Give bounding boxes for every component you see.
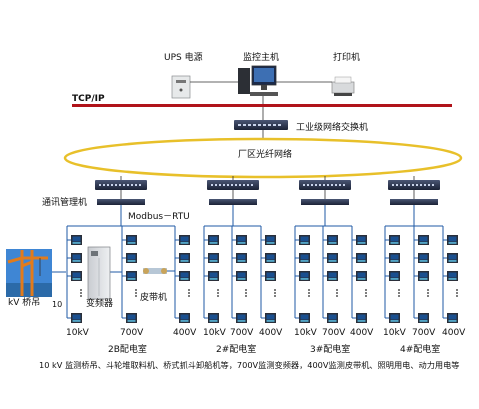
switch-1 [95,176,147,190]
g4-400v: 400V [442,328,466,338]
g1-col-2-meter-1 [179,253,190,263]
comm-manager-label: 通讯管理机 [42,196,87,208]
host-label: 监控主机 [243,51,279,63]
g2-col-1-meter-0 [236,235,247,245]
g4-col-1-meter-2 [418,271,429,281]
g4-col-2-meter-2 [447,271,458,281]
bus-label: TCP/IP [72,94,105,104]
g4-col-0-meter-2 [389,271,400,281]
voltage-labels: 10kV 700V 400V 10kV 700V 400V 10kV 700V … [66,328,466,338]
g3-10kv: 10kV [294,328,318,338]
switch-3 [299,176,351,190]
room-3: 3#配电室 [310,343,350,355]
g2-400v: 400V [259,328,283,338]
printer-label: 打印机 [333,51,360,63]
g2-col-1-meter-1 [236,253,247,263]
g1-700v: 700V [120,328,144,338]
g1-col-1-meter-0 [126,235,137,245]
g1-col-2-meter-2 [179,271,190,281]
crane-number: 10 [52,300,62,309]
g3-col-0-meter-1 [299,253,310,263]
g3-col-2-meter-0 [356,235,367,245]
g4-col-2-meter-0 [447,235,458,245]
belt-label: 皮带机 [140,291,167,303]
tcpip-bus [72,104,452,107]
room-2: 2#配电室 [216,343,256,355]
g4-col-1-meter-0 [418,235,429,245]
monitoring-host: 监控主机 [238,51,279,96]
g3-col-2-meter-2 [356,271,367,281]
footer-caption: 10 kV 监测桥吊、斗轮堆取料机、桥式抓斗卸船机等，700V监测变频器，400… [39,360,460,370]
g2-col-2-meter-1 [265,253,276,263]
g2-col-0-meter-2 [208,271,219,281]
g1-col-2-meter-4 [179,313,190,323]
g4-col-1-meter-1 [418,253,429,263]
g2-10kv: 10kV [203,328,227,338]
belt-conveyor [143,268,167,274]
g4-col-1-meter-4 [418,313,429,323]
g1-400v: 400V [173,328,197,338]
g2-col-0-meter-0 [208,235,219,245]
switch-4 [388,176,440,190]
g3-400v: 400V [350,328,374,338]
room-2b: 2B配电室 [108,343,147,355]
g3-col-0-meter-0 [299,235,310,245]
g3-col-2-meter-1 [356,253,367,263]
g3-col-0-meter-2 [299,271,310,281]
printer-device: 打印机 [331,51,360,96]
meter-columns [52,224,458,323]
transformer-label: 变频器 [86,297,113,309]
fiber-ring [63,137,463,179]
g3-col-1-meter-2 [327,271,338,281]
protocol-label: Modbus－RTU [128,212,190,222]
g4-col-0-meter-0 [389,235,400,245]
g1-col-2-meter-0 [179,235,190,245]
g1-col-1-meter-1 [126,253,137,263]
g3-col-1-meter-1 [327,253,338,263]
g2-col-2-meter-2 [265,271,276,281]
ups-label: UPS 电源 [164,51,203,63]
g4-col-2-meter-1 [447,253,458,263]
room-labels: 2B配电室 2#配电室 3#配电室 4#配电室 [108,343,440,355]
g4-700v: 700V [412,328,436,338]
group-switches [95,176,440,190]
g4-col-0-meter-1 [389,253,400,263]
g2-col-2-meter-4 [265,313,276,323]
g4-col-0-meter-4 [389,313,400,323]
g4-10kv: 10kV [383,328,407,338]
g2-col-1-meter-2 [236,271,247,281]
comm-managers: 通讯管理机 Modbus－RTU [42,190,438,224]
g3-col-2-meter-4 [356,313,367,323]
switch-2 [207,176,259,190]
crane-label: kV 桥吊 [8,296,40,308]
transformer-cabinet [87,246,111,300]
g2-col-0-meter-1 [208,253,219,263]
crane-image [6,249,52,297]
ups-device: UPS 电源 [164,51,203,99]
g1-col-0-meter-4 [71,313,82,323]
g4-col-2-meter-4 [447,313,458,323]
g1-col-0-meter-1 [71,253,82,263]
g3-col-1-meter-0 [327,235,338,245]
g3-col-1-meter-4 [327,313,338,323]
g1-col-1-meter-2 [126,271,137,281]
g1-col-1-meter-4 [126,313,137,323]
g2-700v: 700V [230,328,254,338]
g2-col-1-meter-4 [236,313,247,323]
fiber-ring-label: 厂区光纤网络 [238,148,292,160]
top-connections [190,81,332,104]
g1-col-0-meter-2 [71,271,82,281]
g3-700v: 700V [322,328,346,338]
g2-col-0-meter-4 [208,313,219,323]
g3-col-0-meter-4 [299,313,310,323]
room-4: 4#配电室 [400,343,440,355]
g1-10kv: 10kV [66,328,90,338]
g2-col-2-meter-0 [265,235,276,245]
g1-col-0-meter-0 [71,235,82,245]
industrial-switch: 工业级网络交换机 [234,120,368,133]
industrial-switch-label: 工业级网络交换机 [296,121,368,133]
